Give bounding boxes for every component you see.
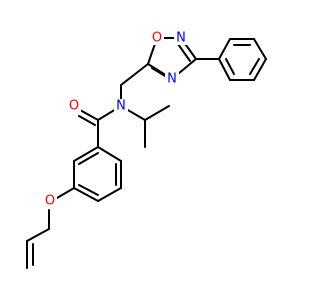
bond (144, 105, 170, 121)
svg-text:N: N (167, 72, 177, 87)
bond (120, 63, 149, 86)
svg-text:O: O (45, 194, 55, 209)
ether-oxygen-atom: O (43, 194, 57, 209)
svg-text:O: O (152, 31, 162, 46)
bond (225, 58, 235, 75)
atom-labels: O N N N O O (43, 31, 188, 209)
bond-lines (26, 37, 267, 269)
bond (97, 187, 122, 202)
molecule-canvas: O N N N O O (26, 30, 267, 269)
bond (177, 43, 191, 62)
bond (249, 58, 260, 75)
bond (218, 58, 231, 81)
bond (56, 187, 75, 199)
bond (78, 152, 99, 165)
bond (73, 187, 99, 202)
oxadiazole-nitrogen-atom: N (174, 31, 188, 46)
bond (97, 146, 122, 162)
svg-text:N: N (176, 31, 186, 46)
oxadiazole-oxygen-atom: O (150, 31, 164, 46)
amide-nitrogen-atom: N (114, 99, 128, 114)
oxadiazole-nitrogen-atom: N (165, 72, 179, 87)
svg-text:O: O (69, 99, 79, 114)
bond (79, 109, 99, 121)
bond (78, 184, 99, 196)
bond (78, 115, 96, 126)
bond (253, 38, 267, 60)
structure-drawing: O N N N O O (26, 31, 267, 269)
svg-text:N: N (116, 99, 126, 114)
bond (26, 228, 50, 242)
bond (218, 38, 231, 60)
carbonyl-oxygen-atom: O (67, 99, 81, 114)
bond (73, 146, 99, 162)
bond (253, 58, 267, 81)
